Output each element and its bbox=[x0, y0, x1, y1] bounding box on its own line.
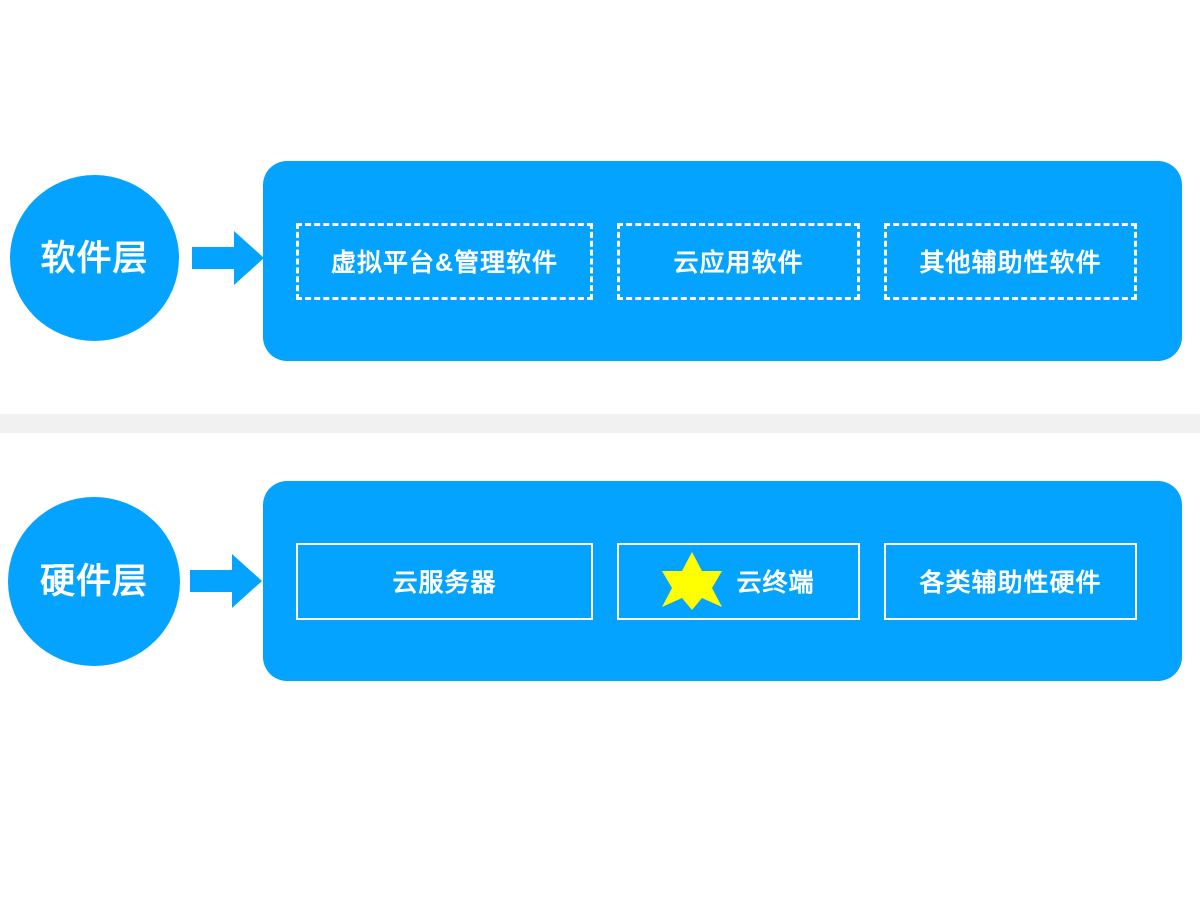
software-layer-circle[interactable]: 软件层 bbox=[10, 175, 179, 341]
cloud-terminal-content: 云终端 bbox=[662, 552, 814, 610]
software-layer-right-arrow-icon bbox=[192, 230, 264, 286]
star-icon bbox=[662, 552, 723, 610]
software-layer-circle-label: 软件层 bbox=[40, 238, 149, 278]
software-item-label-cloud-application-software: 云应用软件 bbox=[673, 249, 804, 277]
hardware-layer-circle[interactable]: 硬件层 bbox=[8, 497, 180, 666]
hardware-layer-circle-label: 硬件层 bbox=[39, 562, 148, 601]
hardware-item-label-cloud-server: 云服务器 bbox=[392, 569, 497, 597]
hardware-item-cloud-terminal[interactable]: 云终端 bbox=[617, 542, 860, 620]
hardware-layer-right-arrow-icon bbox=[190, 553, 262, 609]
hardware-layer-panel: 云服务器 云终端 各类辅助性硬件 bbox=[263, 481, 1182, 681]
software-item-virtual-platform-management-software[interactable]: 虚拟平台&管理软件 bbox=[296, 222, 593, 300]
section-divider bbox=[0, 414, 1200, 433]
software-item-other-auxiliary-software[interactable]: 其他辅助性软件 bbox=[884, 222, 1137, 300]
hardware-layer-row: 硬件层 云服务器 云终端 各类辅助性硬 bbox=[0, 481, 1200, 681]
hardware-item-cloud-server[interactable]: 云服务器 bbox=[296, 542, 593, 620]
hardware-item-label-cloud-terminal: 云终端 bbox=[736, 569, 815, 597]
hardware-layer-items: 云服务器 云终端 各类辅助性硬件 bbox=[263, 542, 1182, 620]
software-item-cloud-application-software[interactable]: 云应用软件 bbox=[617, 222, 860, 300]
hardware-item-label-various-auxiliary-hardware: 各类辅助性硬件 bbox=[919, 569, 1102, 597]
software-item-label-virtual-platform-management-software: 虚拟平台&管理软件 bbox=[330, 249, 559, 277]
software-item-label-other-auxiliary-software: 其他辅助性软件 bbox=[919, 249, 1102, 277]
software-layer-items: 虚拟平台&管理软件 云应用软件 其他辅助性软件 bbox=[263, 222, 1182, 300]
software-layer-row: 软件层 虚拟平台&管理软件 云应用软件 其他辅助性软件 bbox=[0, 161, 1200, 361]
software-layer-panel: 虚拟平台&管理软件 云应用软件 其他辅助性软件 bbox=[263, 161, 1182, 361]
hardware-item-various-auxiliary-hardware[interactable]: 各类辅助性硬件 bbox=[884, 542, 1137, 620]
